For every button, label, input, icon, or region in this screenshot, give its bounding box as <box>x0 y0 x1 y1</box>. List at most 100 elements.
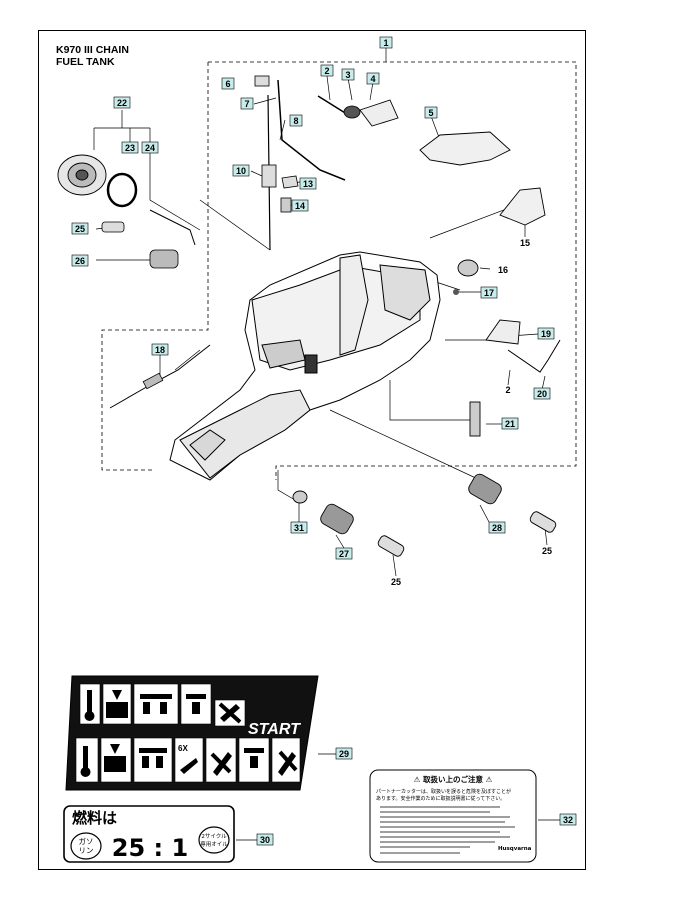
callout-labels: 1 2 3 4 5 6 7 8 10 13 14 15 16 17 18 19 … <box>71 36 577 846</box>
part-3-spring <box>343 105 361 119</box>
callout-15-text: 15 <box>520 238 530 248</box>
part-8-fuel-hose <box>277 79 346 181</box>
warning-heading: ⚠ 取扱い上のご注意 ⚠ <box>414 774 493 784</box>
gasoline-badge-l2: リン <box>79 846 94 855</box>
callout-1-text: 1 <box>383 38 388 48</box>
callout-29: 29 <box>335 747 353 760</box>
callout-18: 18 <box>151 343 169 356</box>
part-23-seal-ring <box>106 172 138 208</box>
callout-26-text: 26 <box>75 256 85 266</box>
part-25-bolt-c <box>529 511 557 533</box>
callout-7: 7 <box>240 97 254 110</box>
callout-17-text: 17 <box>484 288 494 298</box>
callout-14: 14 <box>291 199 309 212</box>
callout-5-text: 5 <box>428 108 433 118</box>
part-16-knob <box>457 259 479 277</box>
callout-25a-text: 25 <box>75 224 85 234</box>
icon-choke-push-2 <box>133 737 173 783</box>
warning-intro-l1: パートナーカッターは、取扱いを誤ると危険を及ぼすことが <box>376 788 511 795</box>
callout-2b: 2 <box>505 385 510 395</box>
callout-2a: 2 <box>320 64 334 77</box>
warning-text-lines <box>380 806 515 854</box>
fuel-tank-body <box>169 251 441 481</box>
callout-29-text: 29 <box>339 749 349 759</box>
callout-24-text: 24 <box>145 143 155 153</box>
part-28-damper <box>468 473 502 505</box>
callout-27-text: 27 <box>339 549 349 559</box>
part-13-fitting <box>281 175 299 189</box>
callout-2b-text: 2 <box>505 385 510 395</box>
callout-23: 23 <box>121 141 139 154</box>
callout-30: 30 <box>256 833 274 846</box>
callout-25b: 25 <box>391 577 401 587</box>
part-17-nut <box>453 289 459 295</box>
part-5-cover <box>419 131 511 166</box>
callout-25a: 25 <box>71 222 89 235</box>
callout-7-text: 7 <box>244 99 249 109</box>
callout-24: 24 <box>141 141 159 154</box>
part-20-spring <box>507 339 561 373</box>
part-4-trigger <box>359 99 399 127</box>
icon-choke-push <box>133 683 179 725</box>
callout-25c-text: 25 <box>542 546 552 556</box>
callout-2a-text: 2 <box>324 66 329 76</box>
part-21-bolt <box>469 401 481 437</box>
oil-badge-l1: 2サイクル <box>201 833 227 840</box>
brand-logo: Husqvarna <box>498 846 532 852</box>
oil-badge <box>198 826 230 854</box>
decal-glyphs <box>80 690 298 777</box>
callout-3: 3 <box>341 68 355 81</box>
callout-28-text: 28 <box>492 523 502 533</box>
part-22-fuel-cap <box>57 154 107 196</box>
callout-25c: 25 <box>542 546 552 556</box>
icon-primer-bulb <box>174 737 204 783</box>
callout-32-text: 32 <box>563 815 573 825</box>
callout-31: 31 <box>290 521 308 534</box>
callout-14-text: 14 <box>295 201 305 211</box>
callout-3-text: 3 <box>345 70 350 80</box>
fuel-ratio: 25 : 1 <box>112 834 188 862</box>
callout-30-text: 30 <box>260 835 270 845</box>
callout-4: 4 <box>366 72 380 85</box>
part-6-clip <box>254 75 270 87</box>
gasoline-badge-l1: ガソ <box>79 836 94 846</box>
callout-32: 32 <box>559 813 577 826</box>
callout-10-text: 10 <box>236 166 246 176</box>
callout-15: 15 <box>520 238 530 248</box>
diagram-title-line1: K970 III CHAIN <box>56 44 129 56</box>
part-27-damper <box>320 503 354 535</box>
fuel-decal-title: 燃料は <box>72 809 117 827</box>
callout-8: 8 <box>289 114 303 127</box>
callout-10: 10 <box>232 164 250 177</box>
icon-pull-starter-2 <box>205 737 237 783</box>
part-26-fuel-filter <box>149 249 179 269</box>
callout-21-text: 21 <box>505 419 515 429</box>
callout-19: 19 <box>537 327 555 340</box>
callout-6: 6 <box>221 77 235 90</box>
callout-5: 5 <box>424 106 438 119</box>
diagram-title-line2: FUEL TANK <box>56 56 115 68</box>
callout-13: 13 <box>299 177 317 190</box>
start-label: START <box>248 721 301 738</box>
callout-22: 22 <box>113 96 131 109</box>
callout-20: 20 <box>533 387 551 400</box>
count-label: 6X <box>178 744 188 753</box>
part-18-spring <box>142 372 164 390</box>
callout-6-text: 6 <box>225 79 230 89</box>
part-19-bracket <box>485 319 521 345</box>
callout-21: 21 <box>501 417 519 430</box>
assembly-boundary <box>101 61 577 480</box>
page-frame <box>38 30 586 870</box>
part-14-nipple <box>280 197 292 213</box>
part-10-filter <box>261 164 277 188</box>
callout-28: 28 <box>488 521 506 534</box>
callout-16: 16 <box>498 265 508 275</box>
callout-26: 26 <box>71 254 89 267</box>
part-25-screw <box>101 221 125 233</box>
oil-badge-l2: 専用オイル <box>200 840 228 848</box>
callout-8-text: 8 <box>293 116 298 126</box>
callout-18-text: 18 <box>155 345 165 355</box>
callout-16-text: 16 <box>498 265 508 275</box>
callout-4-text: 4 <box>370 74 375 84</box>
